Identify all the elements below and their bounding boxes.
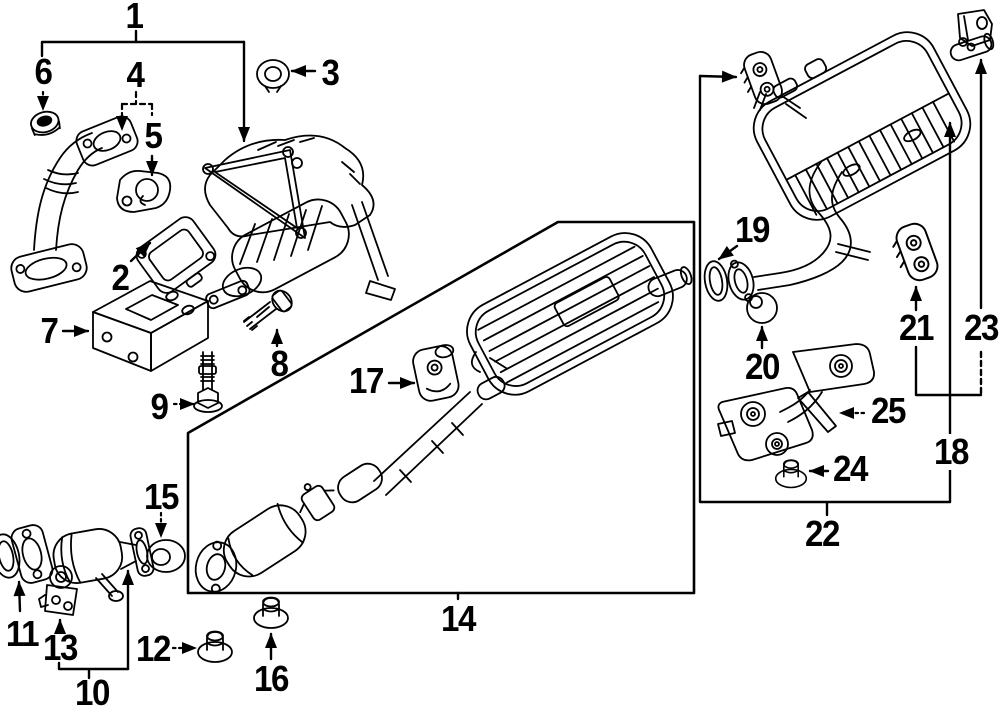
flange-part-4 xyxy=(75,115,139,167)
callout-label-12: 12 xyxy=(135,628,171,669)
gasket-part-5 xyxy=(116,170,172,213)
callout-label-22: 22 xyxy=(804,513,840,554)
callout-label-20: 20 xyxy=(744,346,780,387)
callout-label-11: 11 xyxy=(5,613,40,654)
callout-label-10: 10 xyxy=(74,672,110,713)
heat-shield-bracket-part-7 xyxy=(92,280,209,372)
bracket-part-25 xyxy=(717,343,875,462)
damper-part-20 xyxy=(746,292,778,324)
callout-label-6: 6 xyxy=(34,51,52,92)
callout-label-21: 21 xyxy=(898,307,934,348)
callout-label-8: 8 xyxy=(270,343,288,384)
grommet-part-16 xyxy=(253,596,289,629)
nut-part-6 xyxy=(30,110,61,136)
bracket-part-23 xyxy=(957,9,993,52)
callout-label-23: 23 xyxy=(963,307,999,348)
callout-label-5: 5 xyxy=(144,115,162,156)
callout-label-3: 3 xyxy=(321,52,339,93)
center-muffler-box xyxy=(186,220,696,595)
gasket-part-2 xyxy=(135,216,217,294)
callout-lines xyxy=(13,29,987,680)
rear-muffler-part-18 xyxy=(727,31,995,303)
insulator-hanger-part-21 xyxy=(887,219,942,287)
callout-label-16: 16 xyxy=(253,658,289,699)
center-muffler-part-14 xyxy=(194,232,693,594)
callout-label-13: 13 xyxy=(42,627,78,668)
callout-lines-dashed xyxy=(37,90,866,654)
callout-label-1: 1 xyxy=(125,0,143,36)
grommet-part-3 xyxy=(256,59,290,93)
callout-label-15: 15 xyxy=(143,476,179,517)
gasket-part-19 xyxy=(703,260,729,302)
stud-part-9 xyxy=(193,351,223,413)
gasket-part-11 xyxy=(0,533,21,579)
callout-label-18: 18 xyxy=(931,434,971,470)
hanger-part-17 xyxy=(412,344,460,402)
callout-label-25: 25 xyxy=(870,390,906,431)
callout-label-19: 19 xyxy=(734,209,770,250)
bracket-part-13 xyxy=(38,565,78,616)
callout-label-24: 24 xyxy=(832,448,868,489)
insulator-hanger-front xyxy=(735,47,786,110)
callout-label-17: 17 xyxy=(348,360,384,401)
callout-label-14: 14 xyxy=(440,598,476,639)
ring-part-15 xyxy=(146,539,186,573)
callout-label-4: 4 xyxy=(126,54,144,95)
bolt-part-8 xyxy=(243,289,293,331)
callout-label-9: 9 xyxy=(150,386,168,427)
callout-label-2: 2 xyxy=(111,257,129,298)
callout-label-7: 7 xyxy=(40,310,58,351)
manifold-converter-part-1 xyxy=(202,134,396,310)
grommet-part-24 xyxy=(774,459,808,489)
front-pipe-part-10 xyxy=(10,524,155,602)
grommet-part-12 xyxy=(197,630,233,663)
egr-tube-assembly xyxy=(10,132,103,293)
